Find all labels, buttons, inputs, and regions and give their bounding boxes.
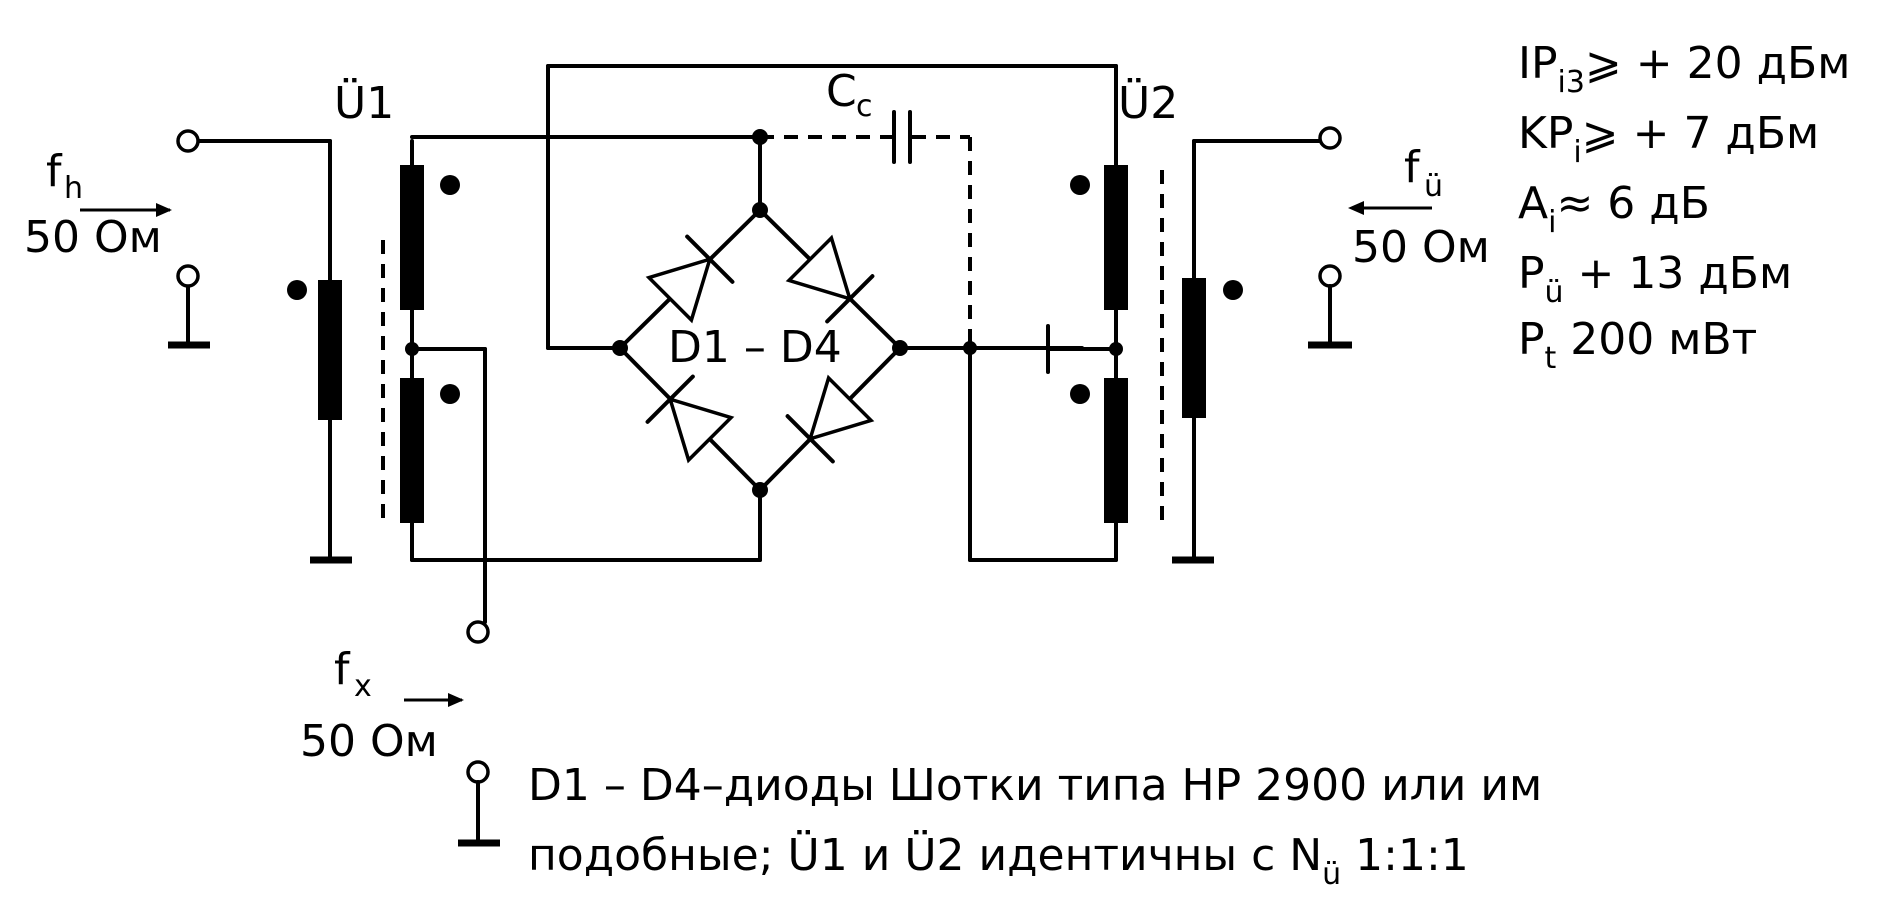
svg-text:h: h <box>64 171 83 206</box>
note-text: D1 – D4–диоды Шотки типа HP 2900 или им … <box>528 760 1542 892</box>
u1-secondary-dot-lower <box>440 384 460 404</box>
svg-text:ü: ü <box>1424 169 1443 204</box>
svg-text:Pt 200 мВт: Pt 200 мВт <box>1518 314 1757 376</box>
u1-primary-dot <box>287 280 307 300</box>
port-fu <box>1308 126 1352 349</box>
label-u1: Ü1 <box>334 77 394 129</box>
spec-list: IPi3⩾ + 20 дБм KPi⩾ + 7 дБм Ai≈ 6 дБ Pü … <box>1518 38 1850 376</box>
svg-text:50 Ом: 50 Ом <box>300 716 438 767</box>
svg-text:f: f <box>1404 142 1421 193</box>
fh-ground-terminal[interactable] <box>176 264 200 288</box>
fx-ground-terminal[interactable] <box>466 760 490 784</box>
transformer-u1 <box>287 139 490 644</box>
transformer-u2 <box>1046 64 1324 564</box>
u2-dot-upper <box>1070 175 1090 195</box>
arrow-fh <box>80 203 172 217</box>
u1-primary-winding <box>318 280 342 420</box>
spec-kp: KPi⩾ + 7 дБм <box>1518 108 1819 170</box>
note-line-2: подобные; Ü1 и Ü2 идентичны с Nü 1:1:1 <box>528 829 1469 892</box>
fu-terminal[interactable] <box>1318 126 1342 150</box>
svg-text:Ai≈ 6 дБ: Ai≈ 6 дБ <box>1518 178 1710 240</box>
svg-text:f: f <box>334 644 351 695</box>
label-u2: Ü2 <box>1118 77 1178 129</box>
svg-text:Pü + 13 дБм: Pü + 13 дБм <box>1518 248 1792 310</box>
label-fh: f h 50 Ом <box>24 146 162 263</box>
svg-text:KPi⩾ + 7 дБм: KPi⩾ + 7 дБм <box>1518 108 1819 170</box>
u1-secondary-dot-upper <box>440 175 460 195</box>
spec-ai: Ai≈ 6 дБ <box>1518 178 1710 240</box>
spec-ip3: IPi3⩾ + 20 дБм <box>1518 38 1850 100</box>
arrow-fx <box>404 693 464 707</box>
port-fh <box>168 129 332 349</box>
svg-text:f: f <box>46 146 63 197</box>
u2-secondary-dot <box>1223 280 1243 300</box>
label-fx: f x 50 Ом <box>300 644 438 767</box>
port-fx <box>458 760 500 847</box>
u2-dot-lower <box>1070 384 1090 404</box>
diode-d4 <box>785 374 875 464</box>
svg-text:x: x <box>354 669 372 704</box>
label-cc: C c <box>826 66 873 124</box>
spec-pu: Pü + 13 дБм <box>1518 248 1792 310</box>
u1-secondary-lower <box>400 378 424 523</box>
u1-secondary-upper <box>400 165 424 310</box>
label-bridge: D1 – D4 <box>668 322 842 373</box>
fx-terminal[interactable] <box>466 620 490 644</box>
u2-primary-lower <box>1104 378 1128 523</box>
diode-d3 <box>645 374 735 464</box>
diode-bridge <box>612 129 908 498</box>
arrow-fu <box>1348 201 1432 215</box>
capacitor-cc <box>760 110 972 348</box>
svg-text:C: C <box>826 66 857 117</box>
svg-text:IPi3⩾ + 20 дБм: IPi3⩾ + 20 дБм <box>1518 38 1850 100</box>
diode-d2 <box>785 234 875 324</box>
label-fu: f ü 50 Ом <box>1352 142 1490 273</box>
fu-ground-terminal[interactable] <box>1318 264 1342 288</box>
svg-text:50 Ом: 50 Ом <box>1352 222 1490 273</box>
u2-secondary-winding <box>1182 278 1206 418</box>
u2-primary-upper <box>1104 165 1128 310</box>
note-line-1: D1 – D4–диоды Шотки типа HP 2900 или им <box>528 760 1542 811</box>
diode-d1 <box>645 234 735 324</box>
spec-pt: Pt 200 мВт <box>1518 314 1757 376</box>
svg-text:c: c <box>856 89 873 124</box>
fh-terminal[interactable] <box>176 129 200 153</box>
svg-text:50 Ом: 50 Ом <box>24 212 162 263</box>
